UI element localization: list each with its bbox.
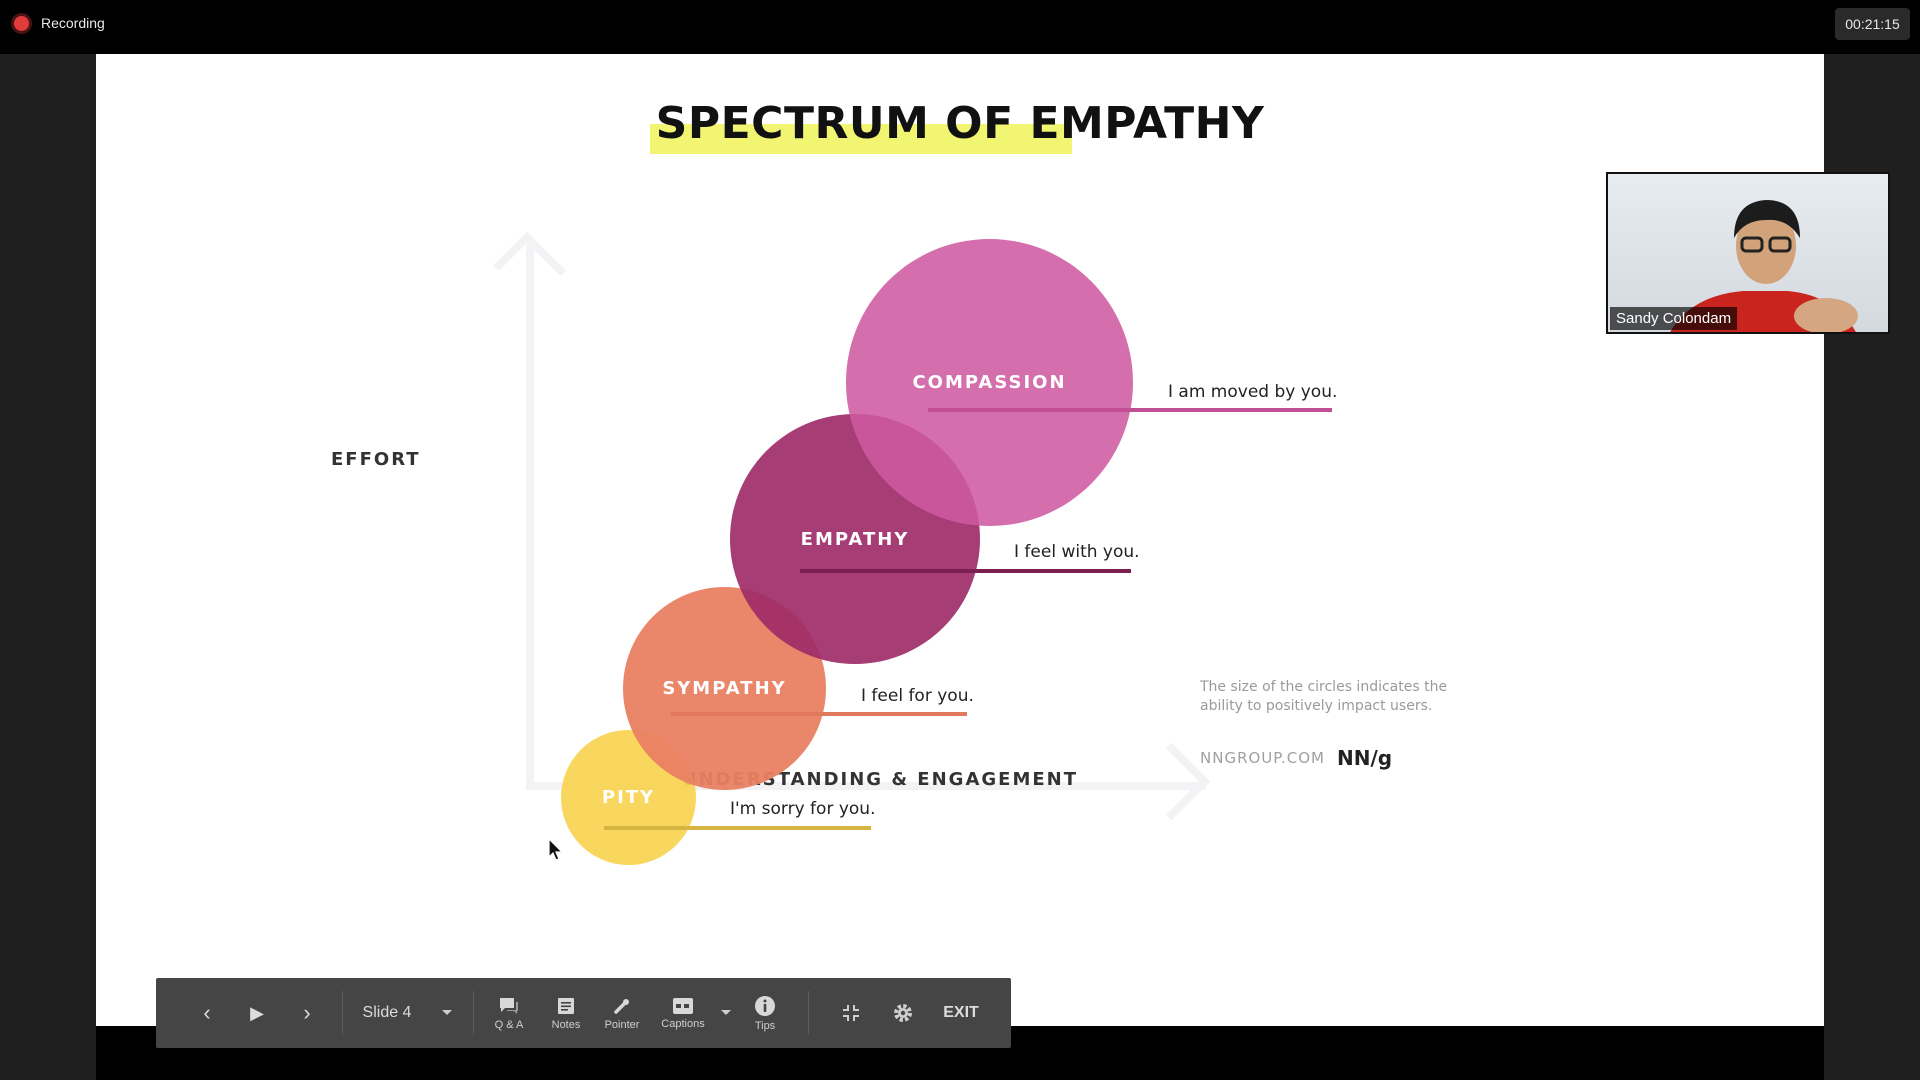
empathy-underline bbox=[800, 569, 1131, 573]
presenter-toolbar: ‹ ▶ › Slide 4 Q & A Notes Pointer Captio… bbox=[156, 978, 1011, 1048]
chevron-left-icon: ‹ bbox=[203, 1000, 211, 1025]
presentation-slide: SPECTRUM OF EMPATHY EFFORT UNDERSTANDING… bbox=[96, 54, 1824, 1026]
compassion-underline bbox=[928, 408, 1332, 412]
slide-number: Slide 4 bbox=[362, 1004, 412, 1021]
x-axis-label-wrap: UNDERSTANDING & ENGAGEMENT bbox=[96, 769, 1824, 790]
pointer-button[interactable]: Pointer bbox=[594, 978, 650, 1048]
captions-icon bbox=[673, 997, 693, 1014]
caret-down-icon bbox=[442, 1010, 453, 1015]
title-highlight bbox=[649, 123, 1072, 154]
exit-fullscreen-icon bbox=[843, 1005, 859, 1021]
toolbar-divider bbox=[473, 991, 474, 1035]
participant-video[interactable]: Sandy Colondam bbox=[1606, 172, 1890, 334]
slide-title: SPECTRUM OF EMPATHY bbox=[649, 98, 1271, 154]
exit-fullscreen-button[interactable] bbox=[821, 978, 881, 1048]
slide-title-wrap: SPECTRUM OF EMPATHY bbox=[96, 98, 1824, 154]
caret-down-icon bbox=[721, 1010, 731, 1015]
sympathy-underline bbox=[671, 712, 967, 716]
source-credit: NNGROUP.COM NN/g bbox=[1200, 746, 1392, 770]
next-slide-button[interactable]: › bbox=[282, 978, 332, 1048]
info-icon bbox=[755, 995, 775, 1016]
qa-label: Q & A bbox=[494, 1018, 524, 1031]
notes-icon bbox=[558, 997, 574, 1014]
settings-button[interactable] bbox=[881, 978, 925, 1048]
sympathy-phrase: I feel for you. bbox=[861, 686, 974, 706]
pity-underline bbox=[604, 826, 871, 830]
notes-label: Notes bbox=[551, 1018, 581, 1031]
captions-options-button[interactable] bbox=[716, 978, 736, 1048]
toolbar-divider bbox=[342, 991, 343, 1035]
y-axis-line bbox=[526, 244, 534, 789]
recording-label: Recording bbox=[41, 15, 105, 31]
circle-size-note: The size of the circles indicates the ab… bbox=[1200, 679, 1448, 714]
empathy-label: EMPATHY bbox=[800, 528, 910, 550]
tips-label: Tips bbox=[754, 1019, 776, 1032]
recording-timer: 00:21:15 bbox=[1835, 8, 1910, 40]
captions-button[interactable]: Captions bbox=[650, 978, 716, 1048]
source-site: NNGROUP.COM bbox=[1200, 749, 1325, 767]
toolbar-divider bbox=[808, 991, 809, 1035]
chevron-right-icon: › bbox=[303, 1000, 311, 1025]
y-axis-arrow bbox=[493, 231, 566, 305]
play-icon: ▶ bbox=[250, 1002, 264, 1023]
recording-indicator: Recording bbox=[14, 15, 105, 31]
chat-icon bbox=[500, 997, 518, 1014]
nng-logo: NN/g bbox=[1336, 746, 1393, 770]
slide-selector[interactable]: Slide 4 bbox=[343, 978, 473, 1048]
pity-label: PITY bbox=[601, 787, 656, 808]
x-axis-label: UNDERSTANDING & ENGAGEMENT bbox=[681, 769, 1078, 790]
compassion-label: COMPASSION bbox=[912, 372, 1067, 393]
compassion-phrase: I am moved by you. bbox=[1168, 382, 1338, 402]
gear-icon bbox=[894, 1004, 912, 1022]
y-axis-label: EFFORT bbox=[331, 449, 421, 470]
compassion-circle: COMPASSION bbox=[846, 239, 1133, 526]
top-bar: Recording 00:21:15 bbox=[0, 0, 1920, 54]
captions-label: Captions bbox=[661, 1017, 705, 1030]
qa-button[interactable]: Q & A bbox=[480, 978, 538, 1048]
tips-button[interactable]: Tips bbox=[736, 978, 794, 1048]
exit-button[interactable]: EXIT bbox=[943, 1004, 979, 1021]
pity-phrase: I'm sorry for you. bbox=[730, 799, 876, 819]
play-button[interactable]: ▶ bbox=[232, 978, 282, 1048]
previous-slide-button[interactable]: ‹ bbox=[182, 978, 232, 1048]
mouse-cursor-icon bbox=[548, 838, 564, 861]
notes-button[interactable]: Notes bbox=[538, 978, 594, 1048]
laser-pointer-icon bbox=[614, 998, 629, 1014]
empathy-phrase: I feel with you. bbox=[1014, 542, 1140, 562]
slide-title-text: SPECTRUM OF EMPATHY bbox=[655, 98, 1265, 149]
record-icon bbox=[14, 15, 29, 31]
pointer-label: Pointer bbox=[604, 1018, 640, 1031]
x-axis-line bbox=[526, 782, 1206, 790]
sympathy-label: SYMPATHY bbox=[662, 678, 787, 699]
participant-name: Sandy Colondam bbox=[1610, 307, 1738, 330]
